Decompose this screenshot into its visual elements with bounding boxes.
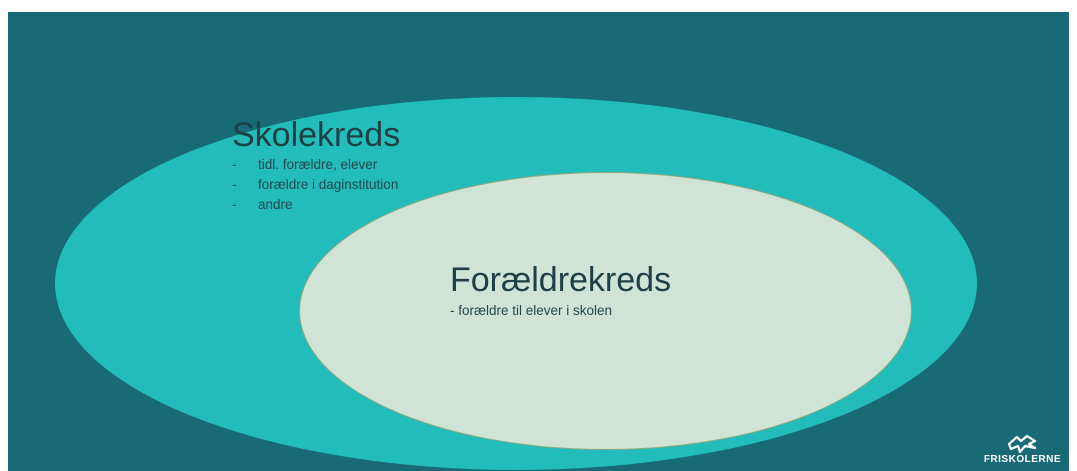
friskolerne-logo: FRISKOLERNE — [984, 435, 1061, 465]
list-item-label: forældre i daginstitution — [258, 177, 399, 192]
foraeldrekreds-title: Forældrekreds — [450, 261, 672, 299]
foraeldrekreds-ellipse — [299, 172, 912, 450]
friskolerne-bird-icon — [1008, 435, 1037, 453]
skolekreds-title: Skolekreds — [232, 116, 401, 154]
list-dash: - — [232, 177, 237, 192]
list-dash: - — [232, 197, 237, 212]
slide: Skolekreds - tidl. forældre, elever - fo… — [8, 12, 1069, 471]
list-item: - andre — [232, 195, 398, 215]
list-item: - forældre i daginstitution — [232, 175, 398, 195]
list-item-label: tidl. forældre, elever — [258, 157, 378, 172]
foraeldrekreds-subtitle: - forældre til elever i skolen — [450, 303, 613, 318]
list-dash: - — [232, 157, 237, 172]
list-item: - tidl. forældre, elever — [232, 155, 398, 175]
skolekreds-list: - tidl. forældre, elever - forældre i da… — [232, 155, 398, 215]
list-item-label: andre — [258, 197, 293, 212]
logo-text: FRISKOLERNE — [983, 454, 1061, 465]
